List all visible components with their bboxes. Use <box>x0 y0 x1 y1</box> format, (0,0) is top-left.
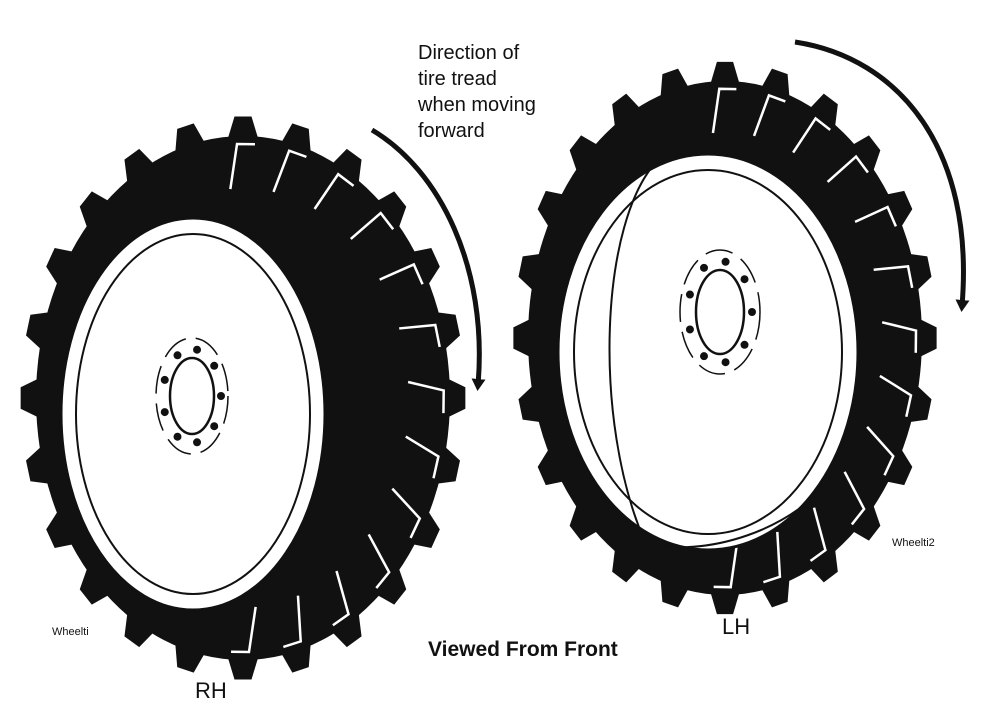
lug-bolt <box>685 290 694 299</box>
lug-bolt <box>173 432 182 441</box>
rh-lug-bolts <box>160 345 225 447</box>
tread-edge <box>349 211 395 240</box>
direction-note-line: Direction of <box>418 42 520 64</box>
direction-note-line: forward <box>418 120 485 142</box>
lug-bolt <box>160 375 169 384</box>
tread-edge <box>272 149 307 193</box>
tread-edge <box>379 262 424 285</box>
tread-edge <box>881 321 918 353</box>
lug-bolt <box>740 340 749 349</box>
tread-edge <box>879 374 913 417</box>
tread-edge <box>405 435 440 479</box>
tread-edge <box>843 471 866 526</box>
tread-edge <box>866 426 895 476</box>
tread-edge <box>391 487 422 539</box>
tread-edge <box>792 116 831 154</box>
lug-bolt <box>721 257 730 266</box>
lh-label: LH <box>722 614 751 639</box>
file-tag-left: Wheelti <box>52 626 89 638</box>
tread-edge <box>399 323 441 348</box>
file-tag-right: Wheelti2 <box>892 537 935 549</box>
lug-bolt <box>193 438 202 447</box>
lug-bolt <box>193 345 202 354</box>
lh-lug-bolts <box>685 257 756 367</box>
tread-edge <box>763 531 782 584</box>
lh-direction-arrow <box>794 39 970 312</box>
lug-bolt <box>217 392 225 400</box>
direction-note-line: when moving <box>418 94 536 116</box>
lh-tread-highlights <box>711 87 918 589</box>
tread-edge <box>313 172 355 210</box>
tread-edge <box>713 542 739 589</box>
rh-label: RH <box>195 678 227 703</box>
lug-bolt <box>700 263 708 272</box>
lh-rim-inner <box>573 169 843 535</box>
tread-edge <box>873 264 914 289</box>
lug-bolt <box>210 361 219 370</box>
tread-edge <box>332 570 350 627</box>
tread-edge <box>282 595 303 649</box>
tread-edge <box>229 142 255 190</box>
lug-bolt <box>740 275 749 284</box>
lug-bolt <box>700 352 708 361</box>
tread-edge <box>826 154 869 183</box>
view-caption: Viewed From Front <box>428 638 618 661</box>
tread-edge <box>854 205 898 227</box>
lug-bolt <box>685 325 694 334</box>
direction-note: Direction of tire tread when moving forw… <box>418 40 536 144</box>
lug-bolt <box>721 358 730 367</box>
lh-rim-inner-dish <box>608 159 837 549</box>
tread-edge <box>752 93 786 137</box>
direction-note-line: tire tread <box>418 68 497 90</box>
rh-direction-arrow <box>370 127 486 391</box>
tread-edge <box>407 380 445 414</box>
tread-edge <box>809 507 827 562</box>
rh-tread-highlights <box>229 142 445 654</box>
rh-wheel <box>20 116 466 680</box>
lh-wheel <box>513 61 937 615</box>
rh-rim-inner <box>75 233 311 595</box>
tread-edge <box>367 533 391 589</box>
tread-edge <box>231 606 257 654</box>
lug-bolt <box>173 351 182 360</box>
lh-hub-center <box>694 268 746 356</box>
tread-edge <box>711 87 737 134</box>
lug-bolt <box>748 308 756 316</box>
lug-bolt <box>210 422 219 431</box>
lug-bolt <box>160 408 169 417</box>
rh-hub-center <box>168 356 216 436</box>
